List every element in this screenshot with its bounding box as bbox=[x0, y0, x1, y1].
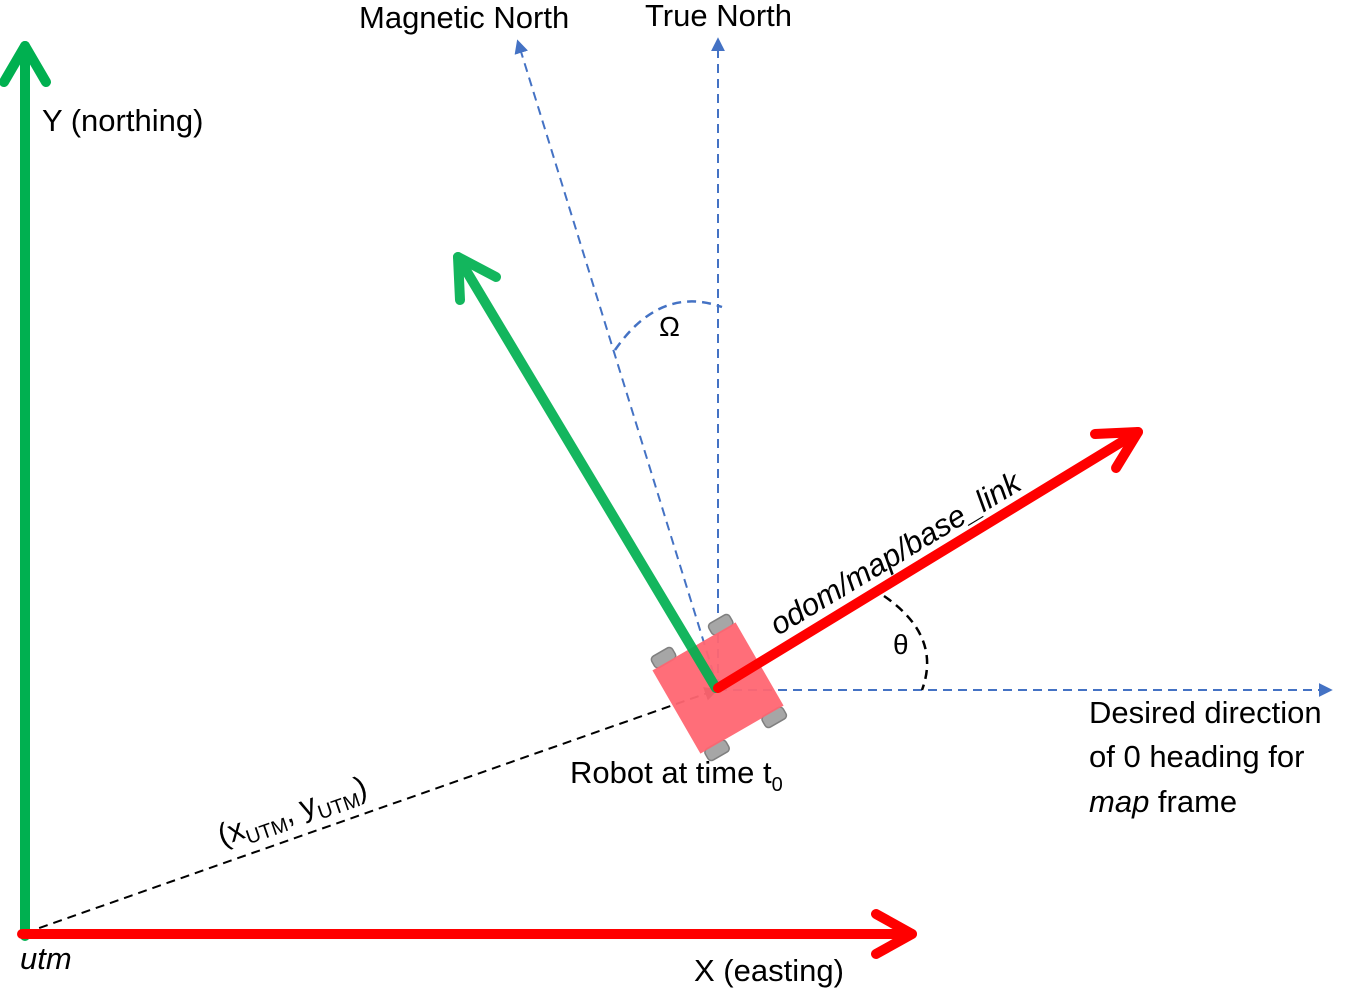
utm-position-vector bbox=[24, 687, 719, 934]
magnetic-north-label: Magnetic North bbox=[359, 0, 569, 35]
utm-y-axis-arrow bbox=[0, 41, 51, 941]
y-axis-label: Y (northing) bbox=[42, 103, 203, 138]
map-x-axis-arrow bbox=[713, 427, 1143, 693]
desired-direction-line1: Desired direction bbox=[1089, 695, 1322, 730]
x-axis-label: X (easting) bbox=[694, 953, 844, 988]
robot-label: Robot at time t0 bbox=[570, 755, 783, 796]
desired-direction-line2: of 0 heading for bbox=[1089, 739, 1304, 774]
origin-label: utm bbox=[20, 941, 72, 976]
true-north-label: True North bbox=[645, 0, 792, 33]
utm-position-label: (xUTM, yUTM) bbox=[213, 769, 373, 857]
omega-arc bbox=[613, 300, 723, 351]
theta-label: θ bbox=[893, 629, 909, 660]
magnetic-north-line bbox=[514, 39, 719, 689]
desired-direction-line3: map frame bbox=[1089, 784, 1237, 819]
utm-x-axis-arrow bbox=[17, 909, 917, 959]
theta-arc bbox=[883, 594, 929, 691]
map-y-axis-arrow bbox=[453, 252, 721, 693]
frame-label: odom/map/base_link bbox=[764, 464, 1029, 642]
omega-label: Ω bbox=[659, 311, 680, 342]
